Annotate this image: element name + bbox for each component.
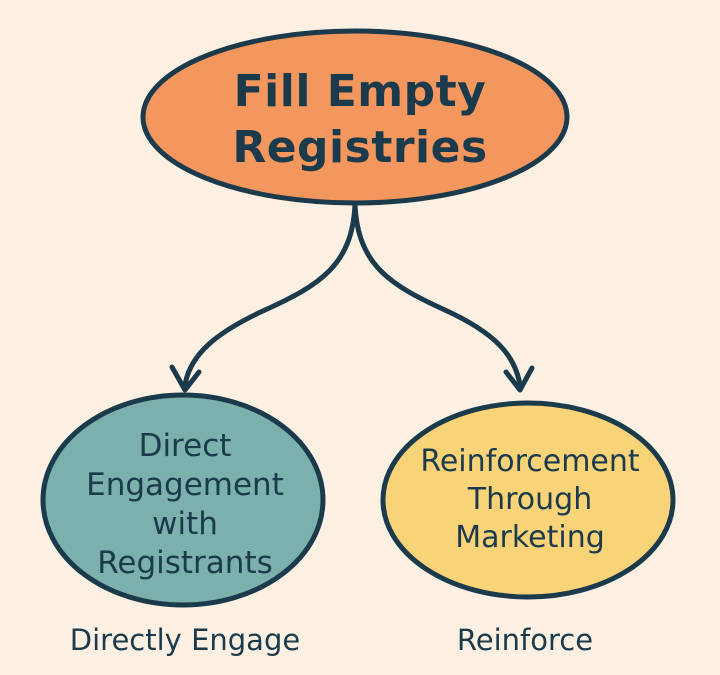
left-caption: Directly Engage xyxy=(69,623,301,657)
right-node-shape xyxy=(380,400,676,600)
arrowhead-right xyxy=(503,365,535,393)
root-node-label: Fill Empty Registries xyxy=(232,66,488,173)
connector-right xyxy=(352,202,523,388)
left-node-label: Direct Engagement with Registrants xyxy=(86,428,284,581)
left-node-shape xyxy=(40,392,326,608)
connector-left xyxy=(182,202,358,388)
arrowhead-left xyxy=(169,364,202,393)
right-node-label: Reinforcement Through Marketing xyxy=(420,444,640,555)
right-caption: Reinforce xyxy=(456,623,594,657)
